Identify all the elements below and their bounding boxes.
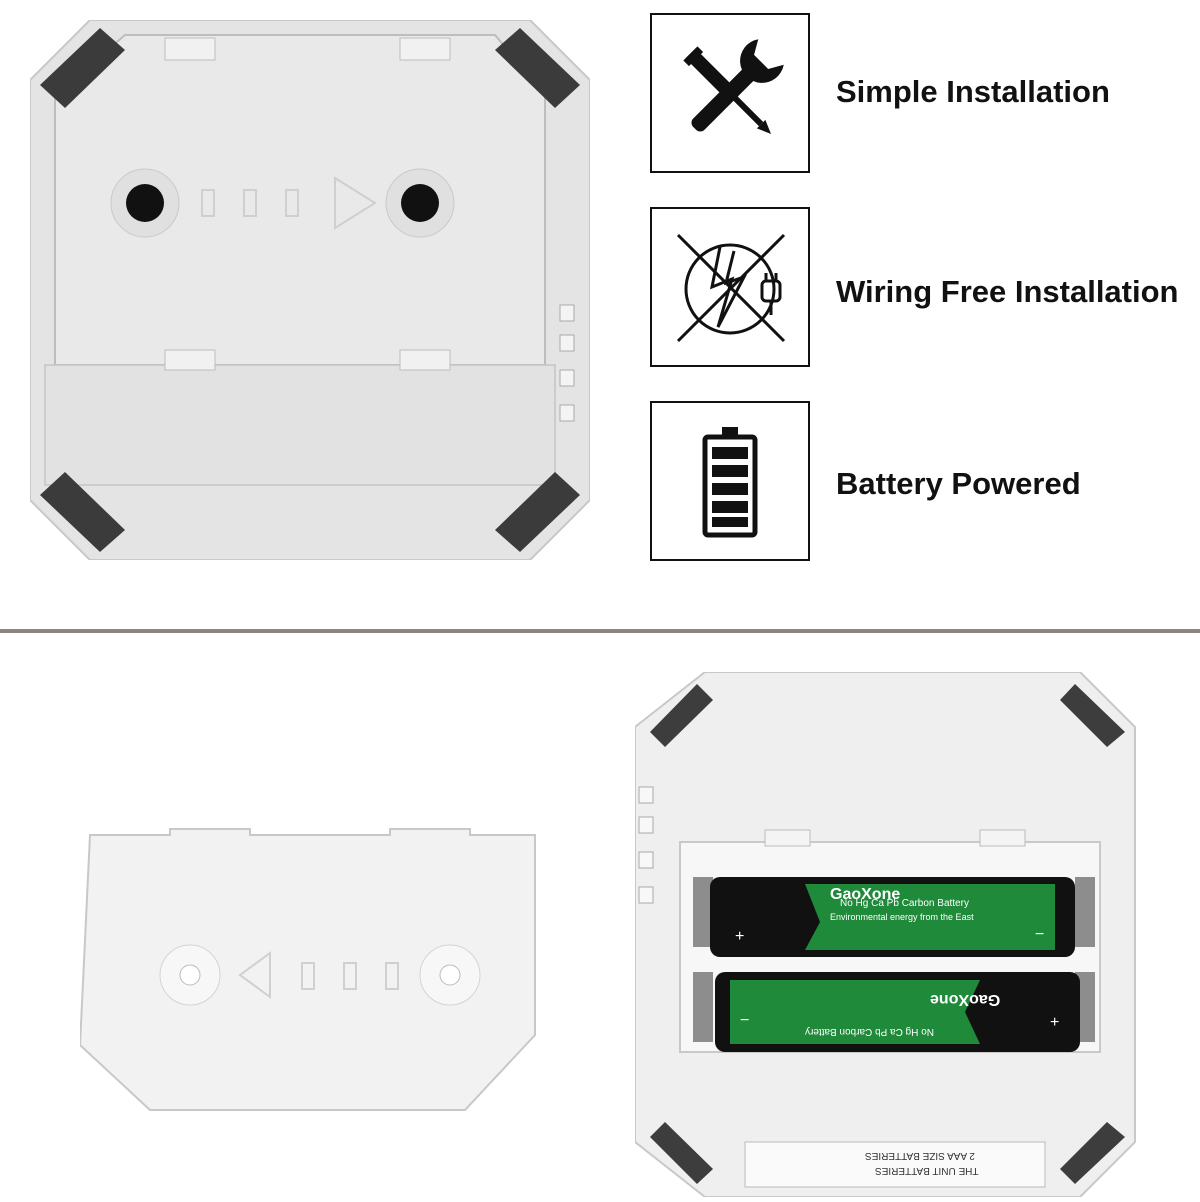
feature-box-wiring-free <box>650 207 810 367</box>
feature-box-battery-powered <box>650 401 810 561</box>
battery-bottom-brand: GaoXone <box>930 991 1001 1008</box>
feature-label-simple-installation: Simple Installation <box>836 74 1110 109</box>
battery-bottom-plus: + <box>1050 1014 1060 1031</box>
battery-top-slogan: Environmental energy from the East <box>830 912 974 922</box>
device-back-photo <box>29 19 591 561</box>
open-battery-compartment-photo: GaoXone No Hg Ca Pb Carbon Battery Envir… <box>634 671 1170 1198</box>
battery-icon <box>660 411 800 556</box>
battery-bottom-type: No Hg Ca Pb Carbon Battery <box>805 1026 934 1037</box>
feature-label-battery-powered: Battery Powered <box>836 466 1081 501</box>
battery-cover-photo <box>78 825 540 1115</box>
section-divider <box>0 629 1200 633</box>
battery-top-brand: GaoXone <box>830 886 901 903</box>
battery-bottom-minus: − <box>740 1012 750 1029</box>
battery-top-plus: + <box>735 928 745 945</box>
label-strip-line1: 2 AAA SIZE BATTERIES <box>865 1150 975 1161</box>
label-strip-line2: THE UNIT BATTERIES <box>875 1165 979 1176</box>
battery-top-type: No Hg Ca Pb Carbon Battery <box>840 898 969 909</box>
battery-top-minus: − <box>1035 926 1045 943</box>
feature-label-wiring-free: Wiring Free Installation <box>836 274 1179 309</box>
no-wiring-plug-icon <box>660 217 800 362</box>
wrench-screwdriver-icon <box>660 23 800 168</box>
feature-box-simple-installation <box>650 13 810 173</box>
